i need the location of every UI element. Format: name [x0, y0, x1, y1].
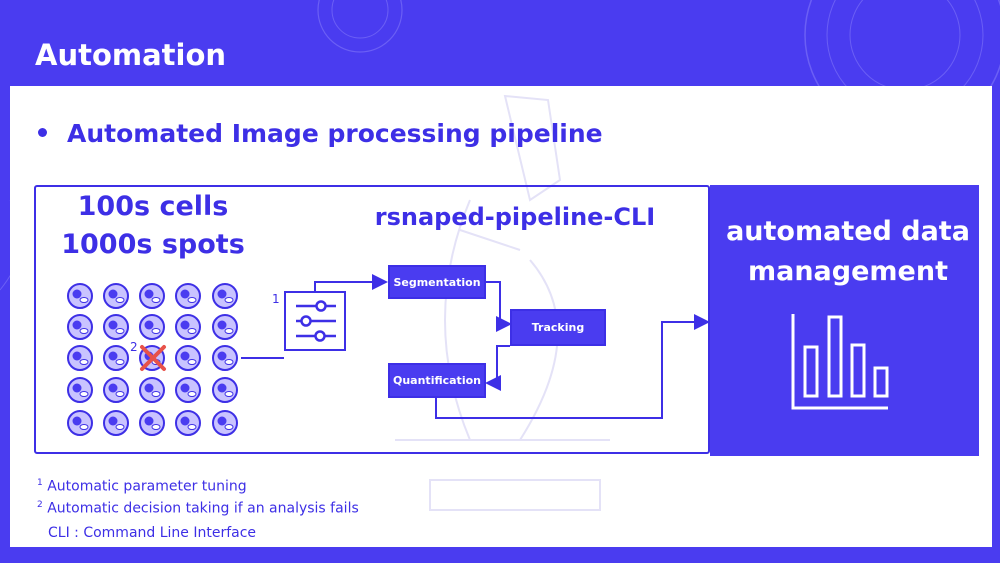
failure-footnote-marker: 2 [130, 340, 138, 354]
cells-count-label: 100s cells 1000s spots [48, 188, 258, 264]
footnote-cli: CLI : Command Line Interface [48, 525, 256, 541]
cell-icon [103, 377, 129, 403]
cell-icon [175, 314, 201, 340]
footnote-cli-text: CLI : Command Line Interface [48, 525, 257, 541]
tracking-label: Tracking [531, 321, 585, 334]
tracking-step: Tracking [510, 309, 606, 346]
cell-icon [67, 410, 93, 436]
segmentation-step: Segmentation [388, 265, 486, 299]
footnote-1: 1 Automatic parameter tuning [37, 478, 247, 495]
cell-icon [212, 314, 238, 340]
bullet-item: Automated Image processing pipeline [38, 119, 603, 148]
cell-icon [103, 283, 129, 309]
quantification-step: Quantification [388, 363, 486, 398]
tracking-to-quantification-arrow [485, 345, 510, 391]
cell-icon [212, 283, 238, 309]
tuning-footnote-marker: 1 [272, 292, 280, 306]
cell-icon [175, 345, 201, 371]
quantification-label: Quantification [393, 374, 481, 387]
cell-icon [212, 345, 238, 371]
footnote-2: 2 Automatic decision taking if an analys… [37, 500, 359, 517]
footnote-2-marker: 2 [37, 500, 43, 510]
cell-icon [67, 283, 93, 309]
bullet-dot-icon [38, 127, 47, 137]
cell-icon [175, 410, 201, 436]
cell-icon [67, 314, 93, 340]
cell-icon [139, 283, 165, 309]
failed-analysis-icon [140, 345, 166, 371]
bullet-text: Automated Image processing pipeline [67, 119, 603, 148]
pipeline-title: rsnaped-pipeline-CLI [374, 203, 656, 231]
cell-icon [67, 345, 93, 371]
data-management-line1: automated data [726, 216, 970, 247]
cells-count-line1: 100s cells [77, 191, 229, 222]
cell-icon [139, 314, 165, 340]
settings-to-segmentation-arrow [314, 274, 388, 292]
quantification-to-data-arrow [435, 314, 710, 419]
cell-icon [139, 410, 165, 436]
cell-icon [67, 377, 93, 403]
cell-icon [103, 345, 129, 371]
segmentation-label: Segmentation [393, 275, 481, 289]
cell-icon [175, 377, 201, 403]
sliders-icon [284, 291, 346, 351]
data-management-line2: management [747, 256, 948, 287]
slide-title: Automation [35, 38, 227, 72]
data-management-label: automated data management [710, 212, 986, 292]
data-management-panel [710, 185, 979, 456]
segmentation-to-tracking-arrow [486, 281, 512, 332]
cell-icon [103, 314, 129, 340]
cell-icon [212, 410, 238, 436]
bar-chart-icon [791, 314, 889, 410]
cell-icon [103, 410, 129, 436]
cell-icon [212, 377, 238, 403]
cell-icon [139, 377, 165, 403]
cells-count-line2: 1000s spots [61, 229, 245, 260]
footnote-2-text: Automatic decision taking if an analysis… [47, 500, 359, 517]
footnote-1-text: Automatic parameter tuning [47, 478, 247, 495]
footnote-1-marker: 1 [37, 478, 43, 488]
cell-icon [175, 283, 201, 309]
